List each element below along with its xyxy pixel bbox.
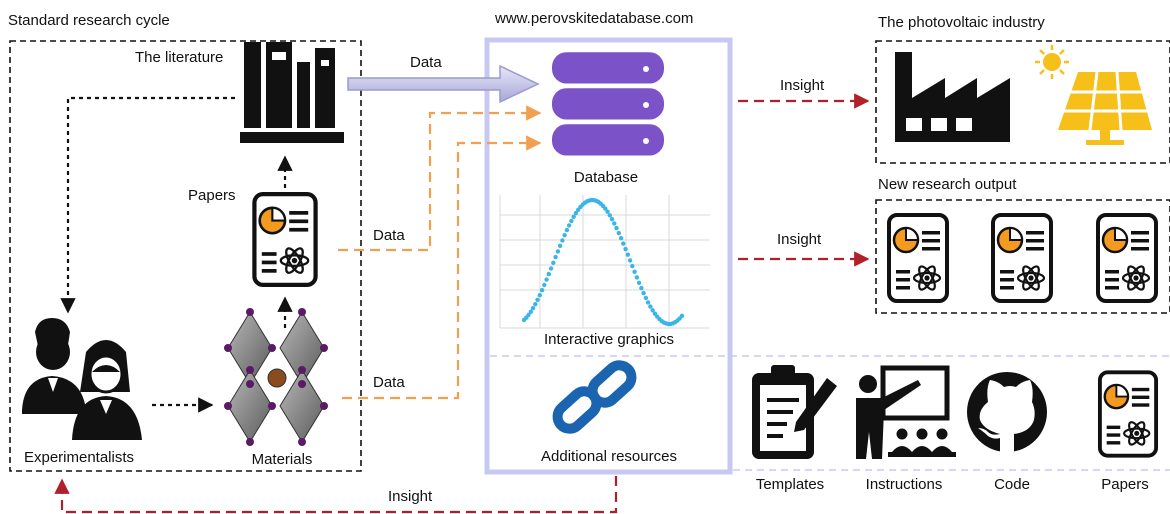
- sine-dot: [546, 271, 551, 277]
- sine-dot: [625, 252, 630, 257]
- templates-label: Templates: [755, 476, 825, 493]
- graphics-grid: [499, 195, 710, 329]
- sine-dot: [634, 275, 640, 280]
- research-cycle-title: Standard research cycle: [8, 12, 170, 29]
- sine-dot: [605, 209, 610, 214]
- sine-dot: [548, 266, 554, 271]
- data-label-papers: Data: [373, 227, 405, 244]
- sine-dot: [539, 288, 545, 293]
- sine-dot: [679, 313, 685, 318]
- sine-dot: [553, 254, 558, 260]
- sine-dot: [533, 302, 538, 307]
- sine-dot: [609, 217, 615, 222]
- sine-dot: [564, 227, 570, 233]
- database-icon: [552, 52, 664, 156]
- sine-dot: [535, 297, 540, 302]
- sine-dot: [530, 306, 536, 311]
- sine-dot: [544, 277, 549, 282]
- arrow-literature-to-experimentalists: [60, 96, 235, 314]
- sine-dot: [569, 218, 574, 224]
- literature-label: The literature: [135, 49, 224, 66]
- papers-label: Papers: [188, 187, 236, 204]
- books-icon: [240, 42, 344, 143]
- sine-dot: [630, 263, 635, 269]
- industry-title: The photovoltaic industry: [878, 14, 1045, 31]
- output-paper-icon: [993, 215, 1051, 301]
- paper-icon: [254, 194, 315, 285]
- sine-dot: [542, 282, 547, 288]
- sine-dot: [555, 249, 561, 254]
- link-icon: [552, 360, 637, 434]
- sine-dot: [557, 243, 563, 248]
- sine-dot: [526, 312, 531, 318]
- sine-dot: [645, 300, 651, 305]
- sine-dot: [616, 230, 621, 236]
- industry-box: [875, 40, 1170, 164]
- sine-dot: [537, 293, 542, 298]
- teacher-icon: [856, 365, 956, 459]
- github-icon: [967, 372, 1047, 452]
- sine-dot: [571, 214, 576, 219]
- sine-dot: [621, 241, 626, 246]
- sine-dot: [623, 246, 628, 252]
- sine-dot: [614, 225, 619, 231]
- research-output-title: New research output: [878, 176, 1017, 193]
- insight-label-bottom: Insight: [388, 488, 433, 505]
- sine-dot: [528, 309, 533, 314]
- experimentalists-label: Experimentalists: [23, 449, 135, 466]
- sine-dot: [562, 233, 567, 238]
- sine-curve: [521, 197, 685, 327]
- data-arrow-literature: [347, 64, 540, 104]
- data-arrow-papers: [338, 105, 542, 252]
- sine-dot: [607, 213, 612, 218]
- sine-dot: [627, 258, 633, 263]
- sine-dot: [551, 260, 556, 265]
- perovskite-icon: [224, 308, 328, 446]
- website-url: www.perovskitedatabase.com: [495, 10, 694, 27]
- sine-dot: [636, 280, 642, 285]
- insight-label-industry: Insight: [780, 77, 825, 94]
- graphics-label: Interactive graphics: [543, 331, 675, 348]
- data-arrow-materials: [342, 135, 542, 400]
- sine-dot: [632, 269, 637, 274]
- sine-dot: [641, 290, 646, 296]
- data-label-literature: Data: [410, 54, 442, 71]
- sine-dot: [560, 238, 565, 243]
- data-label-materials: Data: [373, 374, 405, 391]
- website-panel: [484, 37, 733, 475]
- factory-icon: [895, 52, 1010, 142]
- sine-dot: [566, 223, 572, 228]
- insight-label-research: Insight: [777, 231, 822, 248]
- sine-dot: [612, 221, 617, 226]
- insight-arrow-bottom: [54, 476, 618, 514]
- sine-dot: [573, 210, 579, 216]
- output-paper-icon: [1098, 215, 1156, 301]
- sine-dot: [643, 295, 649, 301]
- sine-dot: [648, 304, 653, 309]
- sine-dot: [603, 206, 608, 211]
- code-label: Code: [994, 476, 1030, 493]
- sine-dot: [618, 236, 624, 241]
- clipboard-icon: [752, 365, 837, 459]
- solar-panel-icon: [1035, 45, 1152, 145]
- resource-paper-icon: [1100, 372, 1156, 455]
- materials-label: Materials: [251, 451, 313, 468]
- resource-papers-label: Papers: [1101, 476, 1149, 493]
- research-output-box: [875, 199, 1170, 314]
- experimentalists-icon: [22, 318, 142, 440]
- sine-dot: [639, 285, 644, 291]
- instructions-label: Instructions: [865, 476, 943, 493]
- research-cycle-box: [9, 40, 362, 472]
- sine-dot: [650, 308, 655, 313]
- database-label: Database: [573, 169, 639, 186]
- output-paper-icon: [889, 215, 947, 301]
- resources-label: Additional resources: [541, 448, 677, 465]
